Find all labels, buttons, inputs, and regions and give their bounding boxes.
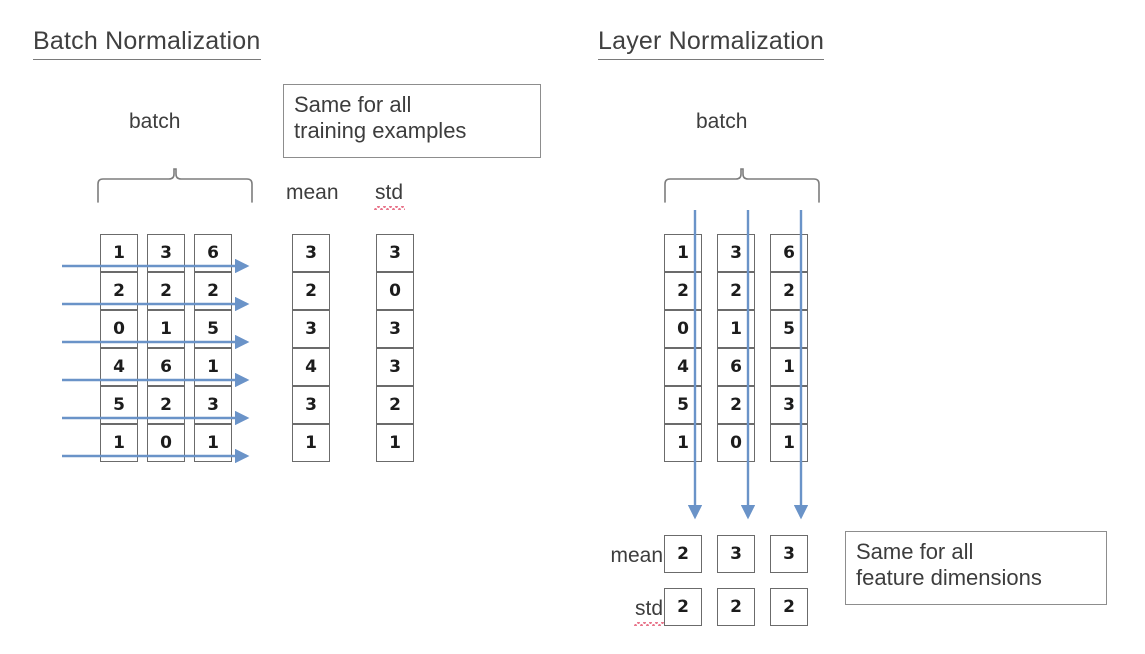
- left-std-cell: 2: [376, 386, 414, 424]
- right-matrix-cell: 4: [664, 348, 702, 386]
- left-matrix-cell: 6: [147, 348, 185, 386]
- left-matrix-cell: 3: [147, 234, 185, 272]
- right-matrix-cell: 0: [664, 310, 702, 348]
- right-mean-label: mean: [610, 544, 663, 567]
- right-std-cell: 2: [717, 588, 755, 626]
- right-batch-brace: [664, 168, 820, 203]
- right-callout-box: Same for all feature dimensions: [845, 531, 1107, 605]
- left-mean-cell: 4: [292, 348, 330, 386]
- left-mean-cell: 3: [292, 310, 330, 348]
- right-std-label-text: std: [633, 597, 666, 626]
- left-std-header-text: std: [373, 181, 406, 210]
- left-matrix-cell: 1: [100, 234, 138, 272]
- right-matrix-cell: 5: [770, 310, 808, 348]
- right-std-cell: 2: [770, 588, 808, 626]
- right-std-cell: 2: [664, 588, 702, 626]
- right-batch-label: batch: [696, 110, 748, 133]
- left-std-cell: 3: [376, 234, 414, 272]
- left-matrix-cell: 1: [147, 310, 185, 348]
- right-matrix-cell: 1: [770, 348, 808, 386]
- left-matrix-cell: 1: [194, 424, 232, 462]
- left-std-cell: 3: [376, 348, 414, 386]
- left-std-cell: 0: [376, 272, 414, 310]
- left-std-cell: 3: [376, 310, 414, 348]
- right-matrix-cell: 1: [770, 424, 808, 462]
- left-mean-cell: 1: [292, 424, 330, 462]
- right-matrix-cell: 3: [770, 386, 808, 424]
- right-matrix-cell: 1: [664, 234, 702, 272]
- left-matrix-cell: 3: [194, 386, 232, 424]
- left-mean-header: mean: [286, 181, 339, 204]
- right-matrix-cell: 2: [664, 272, 702, 310]
- left-mean-cell: 3: [292, 386, 330, 424]
- right-mean-cell: 3: [770, 535, 808, 573]
- right-matrix-cell: 6: [717, 348, 755, 386]
- left-matrix-cell: 2: [194, 272, 232, 310]
- left-matrix-cell: 0: [100, 310, 138, 348]
- left-matrix-cell: 5: [194, 310, 232, 348]
- left-std-header: std: [373, 181, 406, 210]
- layer-normalization-title: Layer Normalization: [598, 27, 825, 60]
- right-mean-cell: 3: [717, 535, 755, 573]
- left-batch-brace: [97, 168, 253, 203]
- right-matrix-cell: 1: [717, 310, 755, 348]
- left-mean-cell: 3: [292, 234, 330, 272]
- left-mean-cell: 2: [292, 272, 330, 310]
- right-matrix-cell: 2: [717, 386, 755, 424]
- left-matrix-cell: 5: [100, 386, 138, 424]
- right-matrix-cell: 0: [717, 424, 755, 462]
- left-std-cell: 1: [376, 424, 414, 462]
- right-matrix-cell: 5: [664, 386, 702, 424]
- right-matrix-cell: 6: [770, 234, 808, 272]
- left-batch-label: batch: [129, 110, 181, 133]
- left-matrix-cell: 2: [100, 272, 138, 310]
- left-matrix-cell: 6: [194, 234, 232, 272]
- right-matrix-cell: 3: [717, 234, 755, 272]
- right-std-label: std: [601, 597, 666, 626]
- batch-normalization-title: Batch Normalization: [33, 27, 261, 60]
- right-mean-cell: 2: [664, 535, 702, 573]
- left-callout-box: Same for all training examples: [283, 84, 541, 158]
- right-matrix-cell: 2: [717, 272, 755, 310]
- left-matrix-cell: 2: [147, 272, 185, 310]
- left-matrix-cell: 0: [147, 424, 185, 462]
- left-matrix-cell: 2: [147, 386, 185, 424]
- left-matrix-cell: 1: [194, 348, 232, 386]
- right-matrix-cell: 1: [664, 424, 702, 462]
- left-matrix-cell: 4: [100, 348, 138, 386]
- left-matrix-cell: 1: [100, 424, 138, 462]
- right-matrix-cell: 2: [770, 272, 808, 310]
